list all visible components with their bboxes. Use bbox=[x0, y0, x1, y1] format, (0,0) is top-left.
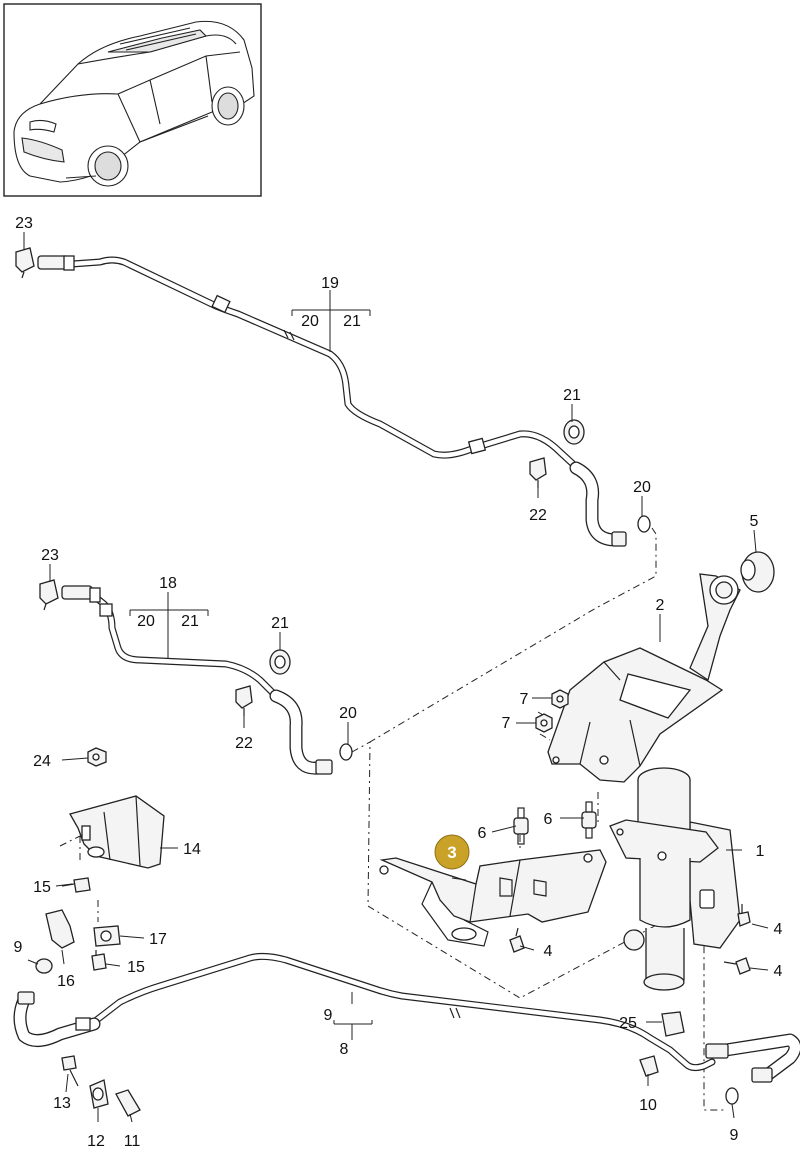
callout-20-upper: 20 bbox=[633, 479, 651, 496]
callout-19-sub-20: 20 bbox=[301, 313, 319, 330]
clip-17 bbox=[93, 925, 121, 947]
rubber-mount-6-left bbox=[513, 807, 529, 845]
callout-22-upper: 22 bbox=[529, 507, 547, 524]
callout-19-sub-21: 21 bbox=[343, 313, 361, 330]
fitting-16 bbox=[45, 909, 75, 949]
callout-9-middle: 9 bbox=[324, 1007, 333, 1024]
callout-6-right: 6 bbox=[544, 811, 553, 828]
rubber-mount-6-right bbox=[581, 801, 597, 839]
nut-7-lower bbox=[535, 713, 553, 733]
clip-10 bbox=[639, 1055, 659, 1077]
callout-25: 25 bbox=[619, 1015, 637, 1032]
callout-labels: 23 19 20 21 21 22 20 5 23 18 20 21 21 2 … bbox=[14, 215, 783, 1150]
callout-8: 8 bbox=[340, 1041, 349, 1058]
grommet-5 bbox=[740, 551, 775, 593]
bracket-2 bbox=[547, 573, 741, 783]
pump-assembly-1 bbox=[609, 767, 741, 991]
brake-line-19 bbox=[37, 255, 627, 547]
seal-9-left bbox=[35, 958, 53, 974]
callout-15-lower: 15 bbox=[127, 959, 145, 976]
seal-ring-20-upper bbox=[637, 515, 651, 533]
callout-18-sub-20: 20 bbox=[137, 613, 155, 630]
vehicle-thumbnail bbox=[3, 3, 262, 197]
seal-9-right bbox=[725, 1087, 739, 1105]
brake-line-18 bbox=[61, 585, 333, 775]
bolt-4-left bbox=[509, 927, 525, 953]
callout-19: 19 bbox=[321, 275, 339, 292]
clip-23-upper bbox=[15, 247, 35, 279]
seal-ring-20-lower bbox=[339, 743, 353, 761]
callout-22-lower: 22 bbox=[235, 735, 253, 752]
callout-7-upper: 7 bbox=[520, 691, 529, 708]
bolt-15-lower bbox=[91, 950, 107, 971]
callout-9-right: 9 bbox=[730, 1127, 739, 1144]
callout-16: 16 bbox=[57, 973, 75, 990]
clip-22-upper bbox=[529, 457, 547, 488]
bolt-13 bbox=[61, 1055, 79, 1087]
callout-12: 12 bbox=[87, 1133, 105, 1150]
callout-2: 2 bbox=[656, 597, 665, 614]
nut-24 bbox=[87, 747, 107, 767]
callout-18-sub-21: 21 bbox=[181, 613, 199, 630]
callout-18: 18 bbox=[159, 575, 177, 592]
callout-5: 5 bbox=[750, 513, 759, 530]
callout-4-right-lower: 4 bbox=[774, 963, 783, 980]
callout-14: 14 bbox=[183, 841, 201, 858]
grommet-21-lower bbox=[269, 649, 291, 675]
callout-1: 1 bbox=[756, 843, 765, 860]
callout-6-left: 6 bbox=[478, 825, 487, 842]
callout-23-lower: 23 bbox=[41, 547, 59, 564]
clip-22-lower bbox=[235, 685, 253, 716]
valve-11 bbox=[115, 1089, 141, 1117]
callout-9-left: 9 bbox=[14, 939, 23, 956]
bracket-14 bbox=[69, 795, 165, 869]
callout-4-left: 4 bbox=[544, 943, 553, 960]
callout-21-upper: 21 bbox=[563, 387, 581, 404]
callout-11: 11 bbox=[124, 1133, 141, 1150]
callout-24: 24 bbox=[33, 753, 51, 770]
grommet-21-upper bbox=[563, 419, 585, 445]
car-illustration bbox=[13, 20, 255, 187]
clip-23-lower bbox=[39, 579, 59, 611]
bracket-3 bbox=[379, 849, 607, 947]
callout-4-right-upper: 4 bbox=[774, 921, 783, 938]
nut-7-upper bbox=[551, 689, 569, 709]
callout-3: 3 bbox=[447, 843, 456, 862]
brake-line-8 bbox=[13, 952, 800, 1083]
callout-7-lower: 7 bbox=[502, 715, 511, 732]
callout-15-upper: 15 bbox=[33, 879, 51, 896]
callout-10: 10 bbox=[639, 1097, 657, 1114]
clamp-12 bbox=[89, 1079, 109, 1109]
callout-17: 17 bbox=[149, 931, 167, 948]
damper-25 bbox=[661, 1011, 685, 1037]
bolt-4-right-lower bbox=[723, 957, 751, 975]
callout-20-lower: 20 bbox=[339, 705, 357, 722]
callout-23-upper: 23 bbox=[15, 215, 33, 232]
leader-lines bbox=[23, 232, 769, 1123]
callout-13: 13 bbox=[53, 1095, 71, 1112]
bolt-4-right-upper bbox=[737, 904, 751, 927]
highlight-marker-3[interactable]: 3 bbox=[434, 834, 470, 870]
callout-21-lower: 21 bbox=[271, 615, 289, 632]
